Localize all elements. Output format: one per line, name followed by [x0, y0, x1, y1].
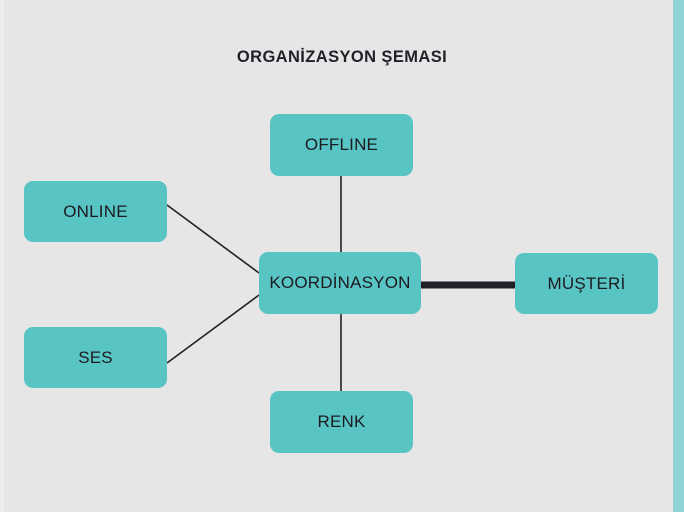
node-musteri-label: MÜŞTERİ [547, 273, 626, 293]
node-koordinasyon-label: KOORDİNASYON [269, 273, 411, 292]
node-renk-label: RENK [317, 412, 366, 431]
page-title: ORGANİZASYON ŞEMASI [236, 48, 448, 66]
node-ses[interactable]: SES [24, 327, 167, 388]
node-offline-label: OFFLINE [304, 135, 379, 154]
node-musteri[interactable]: MÜŞTERİ [515, 253, 658, 314]
right-edge-accent-stripe [673, 0, 684, 512]
node-online[interactable]: ONLINE [24, 181, 167, 242]
node-online-label: ONLINE [63, 201, 128, 221]
node-renk[interactable]: RENK [270, 391, 413, 453]
left-edge-stripe [0, 0, 4, 512]
node-offline[interactable]: OFFLINE [270, 114, 413, 176]
connector-ses-koordinasyon [166, 294, 260, 364]
node-koordinasyon[interactable]: KOORDİNASYON [259, 252, 421, 314]
connector-online-koordinasyon [166, 204, 260, 274]
node-ses-label: SES [78, 347, 113, 367]
